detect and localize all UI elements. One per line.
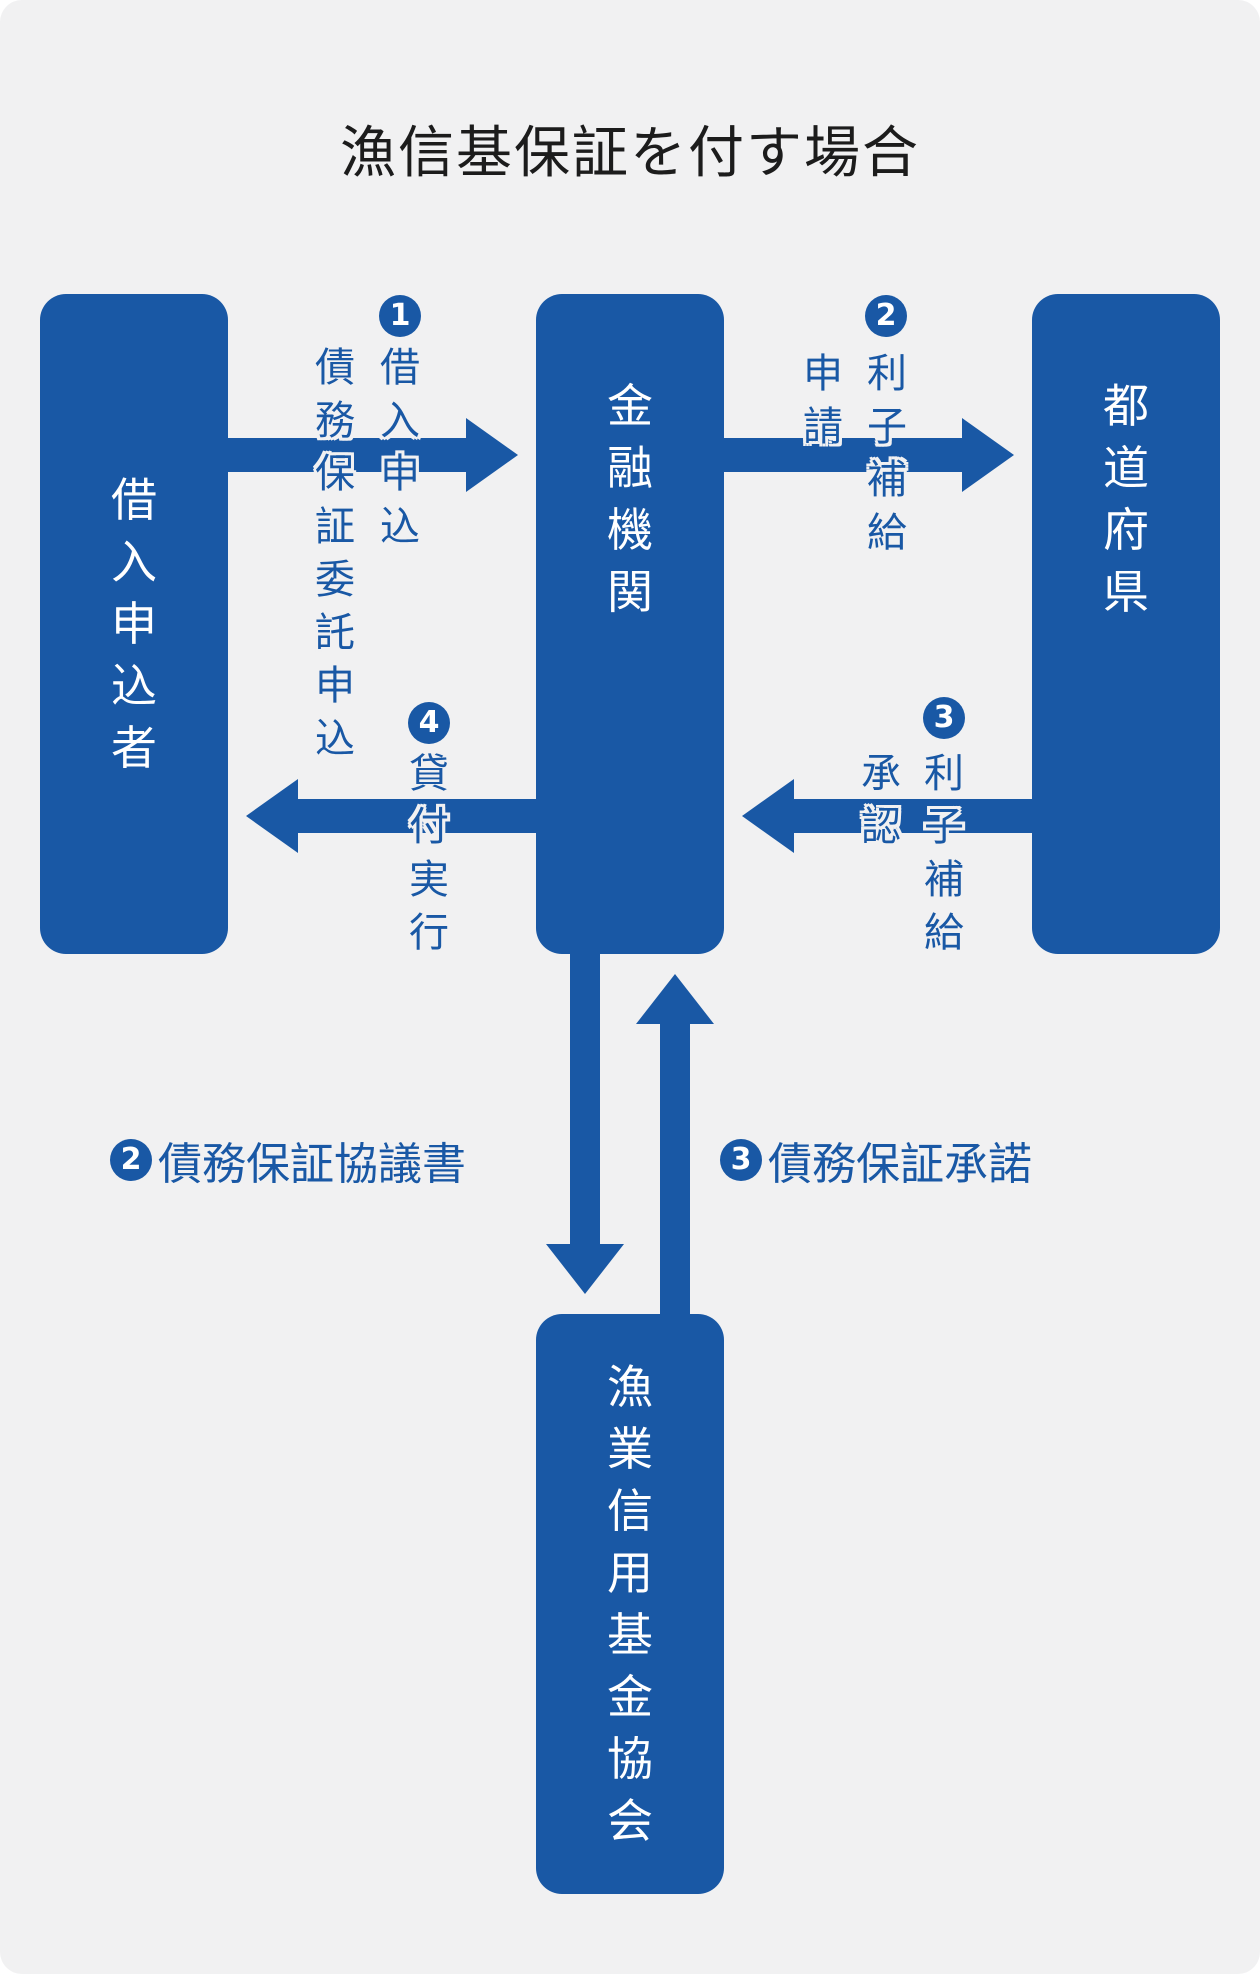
step-badge-2-subsidy: 2 <box>865 295 907 337</box>
step-badge-3-guarantee: 3 <box>720 1139 762 1181</box>
node-borrower-label: 借入申込者 <box>111 473 157 775</box>
node-prefecture-label: 都道府県 <box>1103 379 1149 619</box>
step-badge-3-subsidy: 3 <box>923 697 965 739</box>
flow-apply-loan-line1: 借入申込 <box>380 345 420 550</box>
step-badge-2-guarantee: 2 <box>110 1139 152 1181</box>
flow-subsidy-apply-line2: 申請 <box>803 351 843 450</box>
flow-subsidy-apply-line1: 利子補給 <box>867 351 907 556</box>
flow-loan-execution-label: 貸付実行 <box>409 751 449 956</box>
arrow-guarantee-agreement <box>546 950 624 1294</box>
arrow-apply-loan <box>226 418 518 492</box>
arrow-subsidy-approve <box>742 779 1034 853</box>
flow-guarantee-agreement: 2 債務保証協議書 <box>110 1128 466 1192</box>
step-badge-4: 4 <box>408 702 450 744</box>
flow-subsidy-approve-line1: 利子補給 <box>924 751 964 956</box>
node-prefecture[interactable]: 都道府県 <box>1032 294 1220 954</box>
step-badge-1: 1 <box>379 295 421 337</box>
node-borrower[interactable]: 借入申込者 <box>40 294 228 954</box>
arrow-subsidy-apply <box>722 418 1014 492</box>
arrow-loan-execution <box>246 779 538 853</box>
arrow-guarantee-acceptance <box>636 974 714 1320</box>
flow-apply-loan-line2: 債務保証委託申込 <box>315 345 355 762</box>
node-association[interactable]: 漁業信用基金協会 <box>536 1314 724 1894</box>
flow-subsidy-approve-line2: 承認 <box>861 751 901 850</box>
node-association-label: 漁業信用基金協会 <box>607 1360 653 1848</box>
node-bank-label: 金融機関 <box>607 379 653 619</box>
flow-guarantee-agreement-label: 債務保証協議書 <box>158 1139 466 1190</box>
flow-guarantee-acceptance: 3 債務保証承諾 <box>720 1128 1032 1192</box>
diagram-title: 漁信基保証を付す場合 <box>340 121 920 186</box>
flow-guarantee-acceptance-label: 債務保証承諾 <box>768 1139 1032 1190</box>
node-bank[interactable]: 金融機関 <box>536 294 724 954</box>
